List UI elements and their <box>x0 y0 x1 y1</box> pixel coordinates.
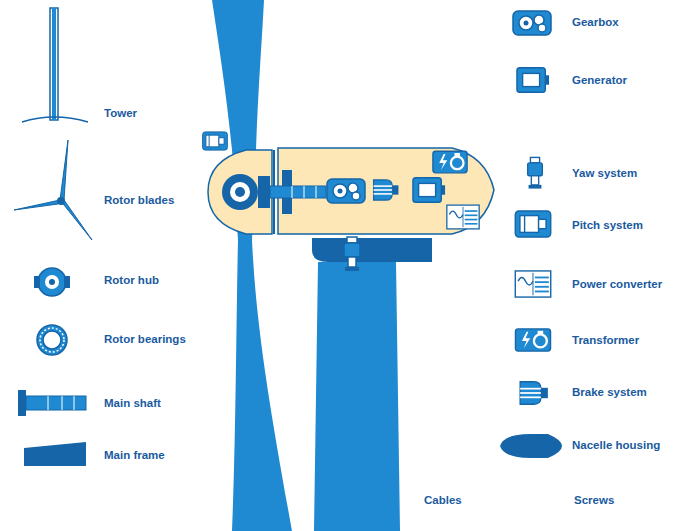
blades-icon <box>14 140 92 240</box>
part-label: Rotor blades <box>104 193 174 207</box>
part-label: Transformer <box>572 333 639 347</box>
part-label: Screws <box>574 493 614 507</box>
yaw-icon <box>344 237 360 271</box>
part-label: Brake system <box>572 385 647 399</box>
nacelle-icon <box>500 434 562 458</box>
pitch-icon <box>203 132 228 150</box>
part-label: Nacelle housing <box>572 438 660 452</box>
frame-icon <box>24 442 86 466</box>
converter-icon <box>515 271 550 297</box>
part-label: Cables <box>424 493 462 507</box>
gearbox-icon <box>513 11 551 35</box>
part-label: Yaw system <box>572 166 637 180</box>
generator-icon <box>413 178 445 203</box>
rotor-blade <box>212 0 292 531</box>
part-label: Main shaft <box>104 396 161 410</box>
converter-icon <box>447 205 479 229</box>
part-label: Gearbox <box>572 15 619 29</box>
part-label: Generator <box>572 73 627 87</box>
part-label: Rotor bearings <box>104 332 186 346</box>
shaft-icon <box>18 390 86 416</box>
main-shaft <box>270 186 326 198</box>
generator-icon <box>517 68 549 93</box>
hub-icon <box>34 268 70 296</box>
tower-icon <box>22 8 88 122</box>
brake-icon <box>520 382 548 405</box>
transformer-icon <box>433 151 467 173</box>
rotor-hub-spinner <box>208 150 272 234</box>
rotor-hub <box>222 174 258 210</box>
part-label: Main frame <box>104 448 165 462</box>
part-label: Power converter <box>572 277 662 291</box>
part-label: Pitch system <box>572 218 643 232</box>
transformer-icon <box>515 329 550 351</box>
brake-icon <box>374 180 399 200</box>
gearbox-icon <box>327 179 365 203</box>
yaw-icon <box>528 157 543 188</box>
part-label: Rotor hub <box>104 273 159 287</box>
pitch-icon <box>515 211 550 237</box>
tower <box>314 262 400 531</box>
main-frame <box>312 238 432 262</box>
bearing-icon <box>37 325 67 355</box>
part-label: Tower <box>104 106 137 120</box>
